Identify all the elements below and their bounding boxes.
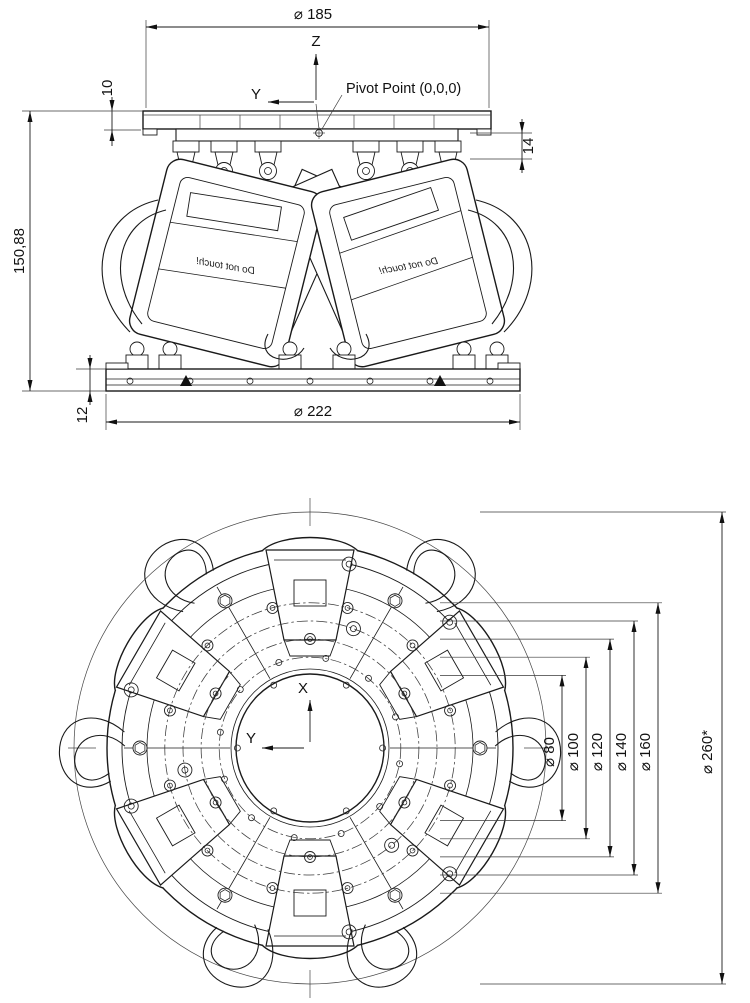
dim-label-185: ⌀ 185 <box>294 6 332 23</box>
dim-label-d260: ⌀ 260* <box>699 730 716 774</box>
axis-z-label: Z <box>311 33 320 50</box>
coordinate-frame-front: Z Y <box>251 33 321 130</box>
center-bore <box>235 673 385 823</box>
dim-label-d140: ⌀ 140 <box>613 733 630 771</box>
dim-label-d160: ⌀ 160 <box>637 733 654 771</box>
dim-overall-height: 150,88 <box>11 110 143 392</box>
dim-label-d120: ⌀ 120 <box>589 733 606 771</box>
pivot-point-label: Pivot Point (0,0,0) <box>346 81 461 97</box>
dim-label-10: 10 <box>99 80 116 97</box>
axis-x-label: X <box>298 680 308 697</box>
dim-diameter-100: ⌀ 100 <box>440 656 590 840</box>
base-plate <box>105 362 521 392</box>
dim-label-222: ⌀ 222 <box>294 403 332 420</box>
dim-diameter-160: ⌀ 160 <box>440 602 662 894</box>
axis-y-label: Y <box>251 86 261 103</box>
dim-diameter-185: ⌀ 185 <box>145 6 490 108</box>
plan-dimension-stack: ⌀ 80 ⌀ 100 ⌀ 120 ⌀ 140 <box>440 511 726 985</box>
dim-label-150-88: 150,88 <box>11 228 28 274</box>
plan-view: X Y ⌀ 80 ⌀ 100 ⌀ 120 <box>53 498 726 1000</box>
dim-label-12: 12 <box>74 407 91 424</box>
coordinate-frame-plan: X Y <box>246 680 313 751</box>
actuator-housing-left: Do not touch! <box>128 158 324 368</box>
top-plate <box>142 110 492 142</box>
cable-right <box>467 199 533 333</box>
dim-label-d80: ⌀ 80 <box>541 737 558 767</box>
dim-plate-thickness-10: 10 <box>99 80 141 146</box>
dim-diameter-222: ⌀ 222 <box>105 394 521 430</box>
dim-label-d100: ⌀ 100 <box>565 733 582 771</box>
dim-diameter-140: ⌀ 140 <box>440 620 638 876</box>
front-drawing: Do not touch! Do not touch! <box>101 110 533 392</box>
pivot-point: Pivot Point (0,0,0) <box>313 81 461 139</box>
cable-center <box>264 333 370 360</box>
actuator-housing-right: Do not touch! <box>310 158 506 368</box>
dim-diameter-260: ⌀ 260* <box>480 511 726 985</box>
front-view: Do not touch! Do not touch! <box>11 6 537 430</box>
dim-label-14: 14 <box>520 138 537 155</box>
cable-left <box>101 199 167 333</box>
dim-pivot-depth-14: 14 <box>470 119 537 173</box>
bolt-circles <box>164 602 456 894</box>
plan-drawing <box>53 498 567 1000</box>
dim-base-thickness-12: 12 <box>74 355 106 423</box>
datum-mark-right <box>434 375 446 386</box>
axis-y-plan-label: Y <box>246 730 256 747</box>
datum-mark-left <box>180 375 192 386</box>
dim-diameter-120: ⌀ 120 <box>440 638 614 858</box>
dim-diameter-80: ⌀ 80 <box>440 675 566 821</box>
center-bore-step <box>230 668 390 828</box>
